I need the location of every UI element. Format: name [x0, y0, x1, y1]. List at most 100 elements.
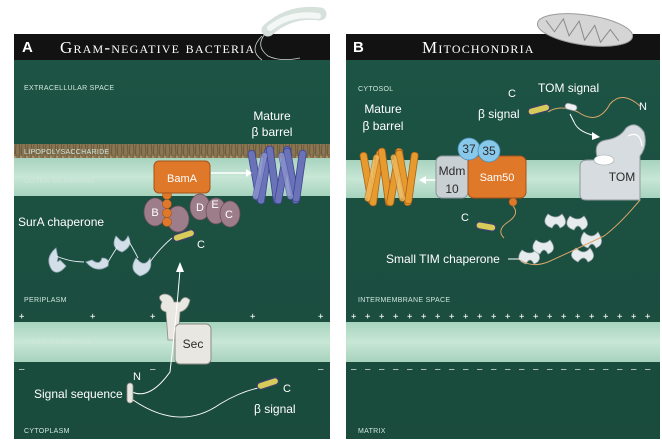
- region-cytoplasm: CYTOPLASM: [24, 428, 70, 435]
- svg-text:+: +: [533, 312, 539, 322]
- c-terminus-label-cytoplasm: C: [283, 383, 291, 395]
- svg-text:–: –: [561, 365, 567, 375]
- bam-b-label: B: [151, 207, 158, 219]
- arrow-head: [246, 169, 252, 177]
- svg-text:+: +: [379, 312, 385, 322]
- svg-text:–: –: [519, 365, 525, 375]
- beta-signal-peptide-cytoplasm: [256, 377, 280, 390]
- svg-text:–: –: [477, 365, 483, 375]
- tom-signal-label: TOM signal: [538, 81, 599, 95]
- mature-label-line2: β barrel: [252, 125, 293, 139]
- precursor-chain-cytosol: [547, 97, 641, 118]
- bamA-label: BamA: [167, 173, 198, 185]
- svg-text:+: +: [491, 312, 497, 322]
- panel-gram-negative-bacteria: A Gram-negative bacteria EXTRACELLULAR S…: [14, 6, 330, 439]
- beta-signal-substrate-periplasm: [172, 229, 196, 242]
- svg-text:+: +: [645, 312, 651, 322]
- beta-signal-peptide-cytosol: [527, 103, 551, 116]
- svg-text:+: +: [575, 312, 581, 322]
- protein-37-label: 37: [462, 142, 476, 156]
- mature-beta-barrel-orange: [359, 147, 419, 207]
- svg-text:+: +: [519, 312, 525, 322]
- svg-text:+: +: [407, 312, 413, 322]
- svg-text:–: –: [435, 365, 441, 375]
- tim-bound-chain: [519, 199, 641, 266]
- svg-text:–: –: [505, 365, 511, 375]
- substrate-chain-ims: [500, 205, 517, 239]
- svg-text:–: –: [449, 365, 455, 375]
- svg-text:+: +: [589, 312, 595, 322]
- bam-complex: BamA B C D E: [143, 160, 252, 233]
- svg-text:+: +: [561, 312, 567, 322]
- mdm-10-label: 10: [445, 182, 459, 196]
- surA-chaperones: [48, 235, 152, 277]
- c-terminus-label-cytosol: C: [508, 88, 516, 100]
- svg-text:+: +: [463, 312, 469, 322]
- translocation-path: [131, 269, 181, 395]
- svg-text:+: +: [365, 312, 371, 322]
- sec-label: Sec: [183, 337, 204, 351]
- panel-a-letter: A: [22, 39, 33, 56]
- bacterium-icon: [254, 6, 327, 61]
- small-tim-chaperone-label: Small TIM chaperone: [386, 252, 500, 266]
- svg-text:+: +: [631, 312, 637, 322]
- signal-sequence-label: Signal sequence: [34, 387, 123, 401]
- region-cytosol: CYTOSOL: [358, 86, 393, 93]
- svg-text:–: –: [421, 365, 427, 375]
- svg-text:+: +: [617, 312, 623, 322]
- svg-text:+: +: [603, 312, 609, 322]
- mature-label-line1: Mature: [253, 109, 291, 123]
- sam50-label: Sam50: [480, 172, 515, 184]
- svg-text:–: –: [603, 365, 609, 375]
- sec-translocon: Sec: [159, 293, 212, 365]
- svg-text:+: +: [435, 312, 441, 322]
- n-terminus-label-cytosol: N: [639, 101, 647, 113]
- nascent-chain: [132, 387, 259, 418]
- tom-signal-peptide: [564, 102, 578, 112]
- svg-text:–: –: [589, 365, 595, 375]
- panel-a-background: [14, 34, 330, 439]
- small-tim-chaperones: [518, 213, 602, 265]
- charge-plus: +: [150, 312, 156, 322]
- svg-text:–: –: [631, 365, 637, 375]
- bam-e-label: E: [211, 199, 218, 211]
- import-arrowhead: [592, 132, 600, 140]
- bam-d-label: D: [196, 202, 204, 214]
- region-extracellular-space: EXTRACELLULAR SPACE: [24, 85, 114, 92]
- svg-text:–: –: [533, 365, 539, 375]
- charge-minus-right: –: [318, 365, 324, 375]
- svg-text:+: +: [505, 312, 511, 322]
- region-matrix: MATRIX: [358, 428, 386, 435]
- n-terminus-label: N: [133, 371, 141, 383]
- svg-text:–: –: [645, 365, 651, 375]
- svg-text:–: –: [575, 365, 581, 375]
- region-lipopolysaccharide: LIPOPOLYSACCHARIDE: [24, 149, 109, 156]
- tom-complex: TOM: [579, 124, 646, 201]
- svg-text:–: –: [407, 365, 413, 375]
- translocation-arrowhead: [176, 262, 184, 272]
- charge-minus-left: –: [19, 365, 25, 375]
- panel-b-letter: B: [353, 39, 364, 56]
- mitochondrial-inner-membrane: [346, 322, 660, 362]
- svg-text:+: +: [477, 312, 483, 322]
- minus-charge-row: – – – – – – – – – – – – – – – – – – – – …: [351, 365, 651, 375]
- mdm-label: Mdm: [439, 164, 466, 178]
- sam-complex: Mdm 10 Sam50 37 35: [419, 137, 527, 207]
- region-outer-membrane: OUTER MEMBRANE: [24, 178, 95, 185]
- svg-text:+: +: [421, 312, 427, 322]
- svg-text:–: –: [379, 365, 385, 375]
- svg-text:–: –: [365, 365, 371, 375]
- svg-text:+: +: [449, 312, 455, 322]
- region-intermembrane-space: INTERMEMBRANE SPACE: [358, 297, 450, 304]
- charge-plus: +: [250, 312, 256, 322]
- surA-peptide-chain: [55, 237, 173, 263]
- charge-plus-left: +: [19, 312, 25, 322]
- c-terminus-label-ims: C: [461, 212, 469, 224]
- plus-charge-row: + + + + + + + + + + + + + + + + + + + + …: [351, 312, 651, 322]
- charge-plus-right: +: [318, 312, 324, 322]
- signal-sequence-peptide: [126, 382, 134, 404]
- mitochondrion-icon: [536, 13, 634, 47]
- c-terminus-label-periplasm: C: [197, 239, 205, 251]
- svg-text:–: –: [393, 365, 399, 375]
